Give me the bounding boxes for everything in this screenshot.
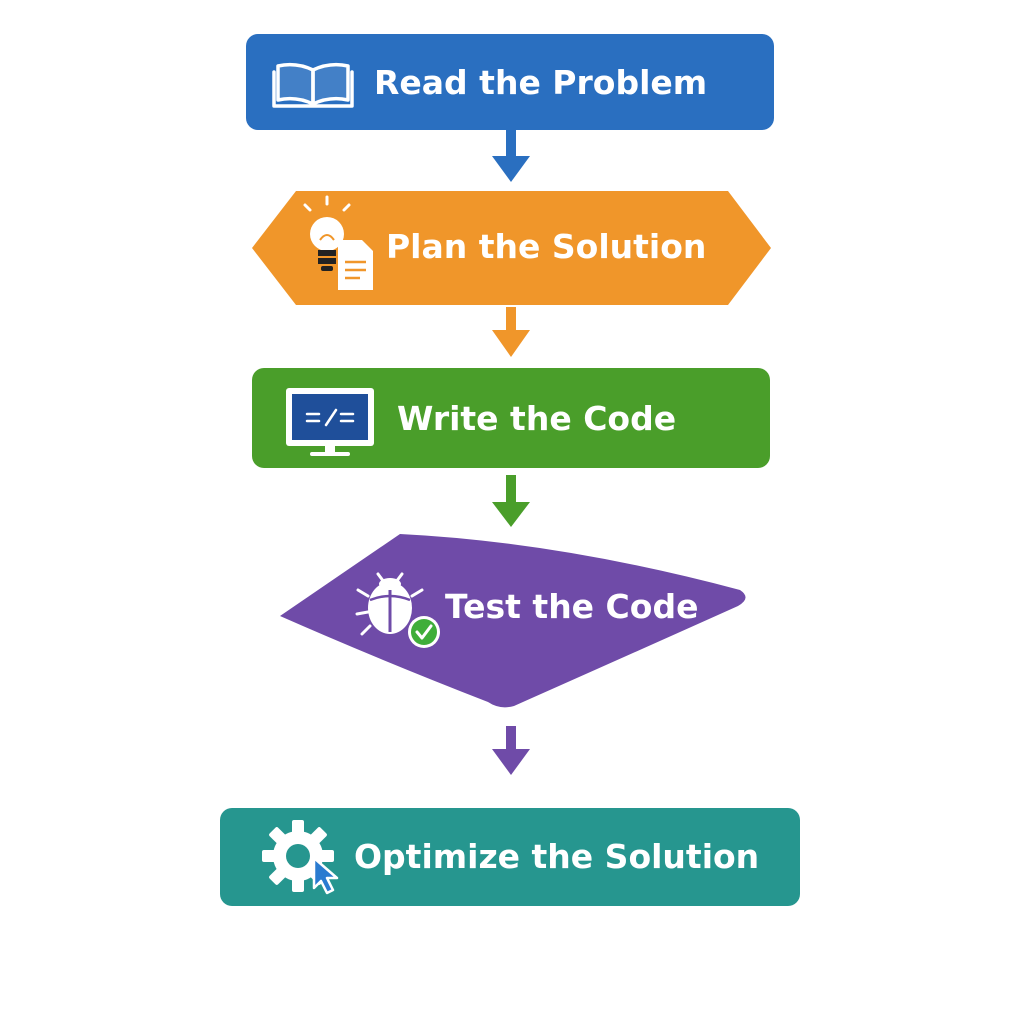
flow-arrow [492, 130, 530, 182]
step-read-the-problem: Read the Problem [246, 34, 774, 130]
flow-arrow [492, 726, 530, 775]
flow-arrow [492, 475, 530, 527]
step-label: Optimize the Solution [354, 837, 759, 876]
step-label: Test the Code [445, 587, 698, 626]
code-monitor-icon [286, 388, 374, 456]
step-label: Read the Problem [374, 63, 707, 102]
step-box [280, 534, 746, 708]
step-optimize-the-solution: Optimize the Solution [220, 808, 800, 906]
step-box [246, 34, 774, 130]
step-label: Write the Code [397, 399, 676, 438]
lightbulb-document-icon [303, 195, 373, 290]
flow-arrow [492, 307, 530, 357]
open-book-icon [272, 62, 354, 108]
step-box [252, 191, 771, 305]
step-box [220, 808, 800, 906]
step-label: Plan the Solution [386, 227, 706, 266]
bug-checkmark-icon [355, 572, 440, 648]
step-write-the-code: Write the Code [252, 368, 770, 468]
step-test-the-code: Test the Code [280, 534, 746, 708]
gear-cursor-icon [262, 820, 339, 895]
step-box [252, 368, 770, 468]
step-plan-the-solution: Plan the Solution [252, 191, 771, 305]
